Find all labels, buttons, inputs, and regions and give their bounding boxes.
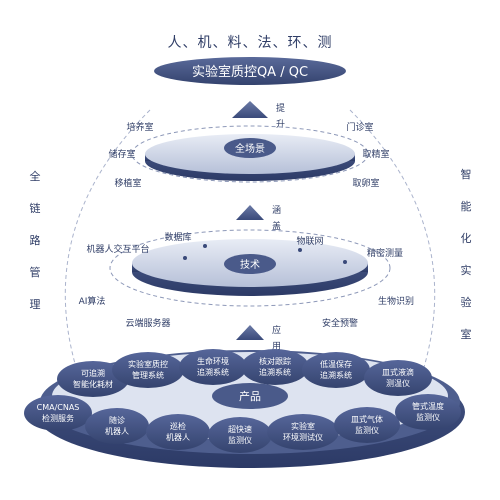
qa-qc-banner-label: 实验室质控QA / QC	[192, 64, 308, 80]
tech-item: 机器人交互平台	[86, 243, 149, 255]
tech-dot	[343, 260, 347, 264]
svg-text:随诊: 随诊	[109, 415, 125, 425]
room-label: 取精室	[362, 148, 389, 160]
svg-text:核对跟踪: 核对跟踪	[259, 356, 291, 366]
right-side-text: 智 能 化 实 验 室	[461, 167, 472, 341]
svg-text:超快速: 超快速	[228, 424, 252, 434]
room-label: 门诊室	[346, 121, 373, 133]
cover-char: 涵	[272, 205, 281, 216]
header-title: 人、机、料、法、环、测	[168, 35, 333, 51]
svg-text:实验室: 实验室	[291, 421, 315, 431]
promote-char: 升	[276, 119, 285, 130]
svg-text:皿式液滴: 皿式液滴	[382, 367, 414, 377]
svg-text:监测仪: 监测仪	[355, 425, 379, 435]
left-char: 理	[30, 298, 41, 311]
product-pill: 管式温度 监测仪	[395, 394, 461, 430]
left-char: 管	[30, 265, 41, 279]
product-pill: 实验室 环境测试仪	[267, 414, 339, 450]
right-char: 实	[461, 263, 472, 277]
svg-text:生命环境: 生命环境	[197, 356, 229, 366]
room-label: 储存室	[108, 148, 135, 160]
svg-text:追溯系统: 追溯系统	[259, 367, 291, 377]
product-pill: 巡检 机器人	[146, 414, 210, 450]
right-char: 智	[461, 167, 472, 181]
left-char: 路	[30, 234, 41, 247]
svg-text:机器人: 机器人	[166, 432, 190, 442]
product-pill: 皿式液滴 测温仪	[364, 360, 432, 396]
cover-char: 盖	[272, 220, 281, 232]
tech-item: 数据库	[164, 231, 191, 243]
svg-text:CMA/CNAS: CMA/CNAS	[37, 403, 80, 412]
product-pill: 低温保存 追溯系统	[302, 352, 370, 388]
product-label: 产品	[239, 389, 261, 403]
tech-dot	[203, 244, 207, 248]
svg-text:追溯系统: 追溯系统	[320, 370, 352, 380]
scene-label-pill	[224, 138, 276, 158]
product-pill: 随诊 机器人	[85, 408, 149, 444]
left-char: 全	[30, 169, 41, 183]
svg-text:追溯系统: 追溯系统	[197, 367, 229, 377]
svg-text:巡检: 巡检	[170, 421, 186, 431]
tech-dot	[183, 256, 187, 260]
product-pill: 可追溯 智能化耗材	[57, 361, 129, 397]
left-dashed-arc	[64, 109, 151, 381]
svg-text:管式温度: 管式温度	[412, 401, 444, 411]
tech-item: 物联网	[296, 235, 323, 247]
svg-text:机器人: 机器人	[105, 426, 129, 436]
tech-dot	[298, 248, 302, 252]
right-dashed-arc	[349, 109, 436, 381]
product-pill: 超快速 监测仪	[208, 417, 272, 453]
left-char: 链	[30, 201, 41, 215]
apply-arrow	[236, 325, 264, 340]
tech-item: 安全预警	[322, 317, 358, 329]
promote-char: 提	[276, 103, 285, 114]
technology-label: 技术	[240, 258, 260, 271]
room-label: 培养室	[126, 121, 153, 133]
svg-text:测温仪: 测温仪	[386, 379, 410, 388]
right-char: 室	[461, 327, 472, 341]
scene-label: 全场景	[235, 142, 265, 155]
tech-item: 精密测量	[367, 247, 403, 259]
svg-text:环境测试仪: 环境测试仪	[283, 432, 323, 442]
svg-text:可追溯: 可追溯	[81, 368, 105, 378]
technology-label-pill	[224, 254, 276, 274]
tech-item: AI算法	[79, 295, 106, 307]
room-label: 移植室	[114, 177, 141, 189]
product-label-pill	[212, 383, 288, 409]
product-pill: 实验室质控 管理系统	[112, 352, 184, 388]
right-char: 能	[461, 199, 472, 213]
right-char: 化	[461, 231, 472, 245]
room-label: 取卵室	[352, 177, 379, 189]
apply-char: 应	[272, 324, 281, 336]
cover-arrow	[236, 205, 264, 220]
tech-item: 生物识别	[378, 295, 414, 307]
svg-text:管理系统: 管理系统	[132, 370, 164, 380]
svg-text:智能化耗材: 智能化耗材	[73, 379, 113, 389]
product-pill: 皿式气体 监测仪	[334, 407, 400, 443]
left-side-text: 全 链 路 管 理	[30, 169, 41, 311]
product-pill: 核对跟踪 追溯系统	[241, 349, 309, 385]
product-pill: 生命环境 追溯系统	[179, 349, 247, 385]
svg-text:监测仪: 监测仪	[228, 435, 252, 445]
svg-text:低温保存: 低温保存	[320, 359, 352, 369]
tech-item: 云端服务器	[125, 317, 170, 329]
qa-qc-banner	[154, 57, 346, 85]
svg-text:监测仪: 监测仪	[416, 412, 440, 422]
svg-text:检测服务: 检测服务	[42, 413, 74, 423]
product-pill: CMA/CNAS 检测服务	[24, 395, 92, 431]
apply-char: 用	[272, 341, 281, 352]
svg-text:皿式气体: 皿式气体	[351, 414, 383, 424]
svg-text:实验室质控: 实验室质控	[128, 359, 168, 369]
promote-arrow	[232, 101, 268, 118]
right-char: 验	[461, 295, 472, 309]
